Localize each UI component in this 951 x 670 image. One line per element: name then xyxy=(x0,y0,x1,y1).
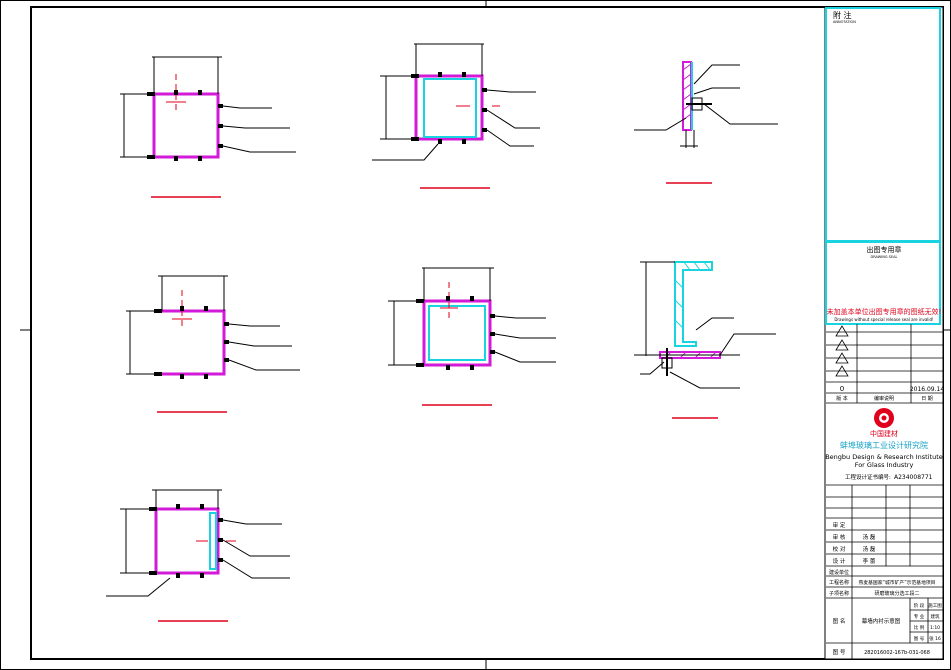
detail-7 xyxy=(106,489,290,622)
drawing-frame xyxy=(30,6,944,660)
sign-name-check: 汤 磊 xyxy=(863,545,876,553)
drawing-number-label: 图 号 xyxy=(833,648,846,656)
revision-header-notes: 编审说明 xyxy=(874,395,894,402)
detail-4 xyxy=(126,275,300,413)
notes-title: 附 注 xyxy=(833,10,852,20)
sign-role-approve: 审 定 xyxy=(833,521,846,529)
detail-5-inner-liner xyxy=(428,305,486,361)
detail-2 xyxy=(372,43,540,189)
detail-3 xyxy=(634,61,778,184)
project-label: 工程名称 xyxy=(829,579,849,586)
seal-title: 出图专用章 xyxy=(867,245,902,254)
company-logo xyxy=(874,408,894,428)
company-en-2: For Glass Industry xyxy=(855,461,914,469)
cert-number: A234008771 xyxy=(894,474,933,481)
notes-subtitle: ANNOTATION xyxy=(833,20,856,24)
project-name: 燕麦基国家“城市矿产”示范基地项目 xyxy=(859,579,936,586)
revision-header-date: 日 期 xyxy=(921,396,933,402)
detail-4-channel xyxy=(162,309,226,376)
drawing-number: 282016002-167b-031-068 xyxy=(864,650,930,656)
detail-7-tube xyxy=(154,507,220,575)
client-label: 建设单位 xyxy=(829,569,849,576)
revision-table xyxy=(826,324,943,404)
subitem-name: 研磨玻璃分选工段二 xyxy=(874,590,919,597)
sign-name-design: 李 蕾 xyxy=(863,557,876,565)
title-block: 附 注 ANNOTATION 出图专用章 DRAWING SEAL 未加盖本单位… xyxy=(824,6,945,660)
seal-panel xyxy=(825,241,941,325)
stage-label: 阶 段 xyxy=(914,602,925,609)
revision-date: 2016.09.14 xyxy=(910,386,945,393)
sheet-label: 图 号 xyxy=(914,636,925,642)
company-en-1: Bengbu Design & Research Institute xyxy=(825,453,943,461)
scale-value: 1:10 xyxy=(930,625,940,631)
detail-6 xyxy=(634,261,776,419)
scale-label: 比 例 xyxy=(914,624,925,631)
discipline-label: 专 业 xyxy=(914,613,925,620)
detail-1 xyxy=(120,56,296,198)
discipline-value: 建筑 xyxy=(931,613,940,620)
drawing-name-label: 图 名 xyxy=(833,617,846,625)
detail-1-tube xyxy=(152,92,220,159)
detail-5 xyxy=(388,267,556,406)
sign-role-review: 审 核 xyxy=(833,533,846,541)
seal-warning-en: Drawings without special release seal ar… xyxy=(834,317,933,322)
detail-7-liner xyxy=(209,512,217,570)
detail-2-tube xyxy=(414,74,484,141)
revision-header-version: 版 本 xyxy=(836,395,848,402)
detail-3-wall xyxy=(682,61,692,131)
company-top: 中国建材 xyxy=(870,429,898,438)
revision-number: 0 xyxy=(840,385,844,393)
subitem-label: 子项名称 xyxy=(829,590,849,597)
detail-5-tube xyxy=(422,299,492,367)
sign-role-check: 校 对 xyxy=(833,545,846,553)
sign-role-design: 设 计 xyxy=(833,557,846,565)
sign-name-review: 汤 磊 xyxy=(863,533,876,541)
stage-value: 施工图 xyxy=(928,602,942,609)
detail-6-channel xyxy=(674,261,713,347)
sheet-page: 张 16 xyxy=(929,635,941,642)
drawing-name: 幕墙内衬示意图 xyxy=(862,617,901,625)
seal-subtitle: DRAWING SEAL xyxy=(871,255,898,259)
seal-warning: 未加盖本单位出图专用章的图纸无效! xyxy=(827,307,942,316)
company-cn: 蚌埠玻璃工业设计研究院 xyxy=(840,440,928,450)
detail-2-inner-liner xyxy=(423,78,477,138)
cert-label: 工程设计证书编号: xyxy=(845,473,891,481)
